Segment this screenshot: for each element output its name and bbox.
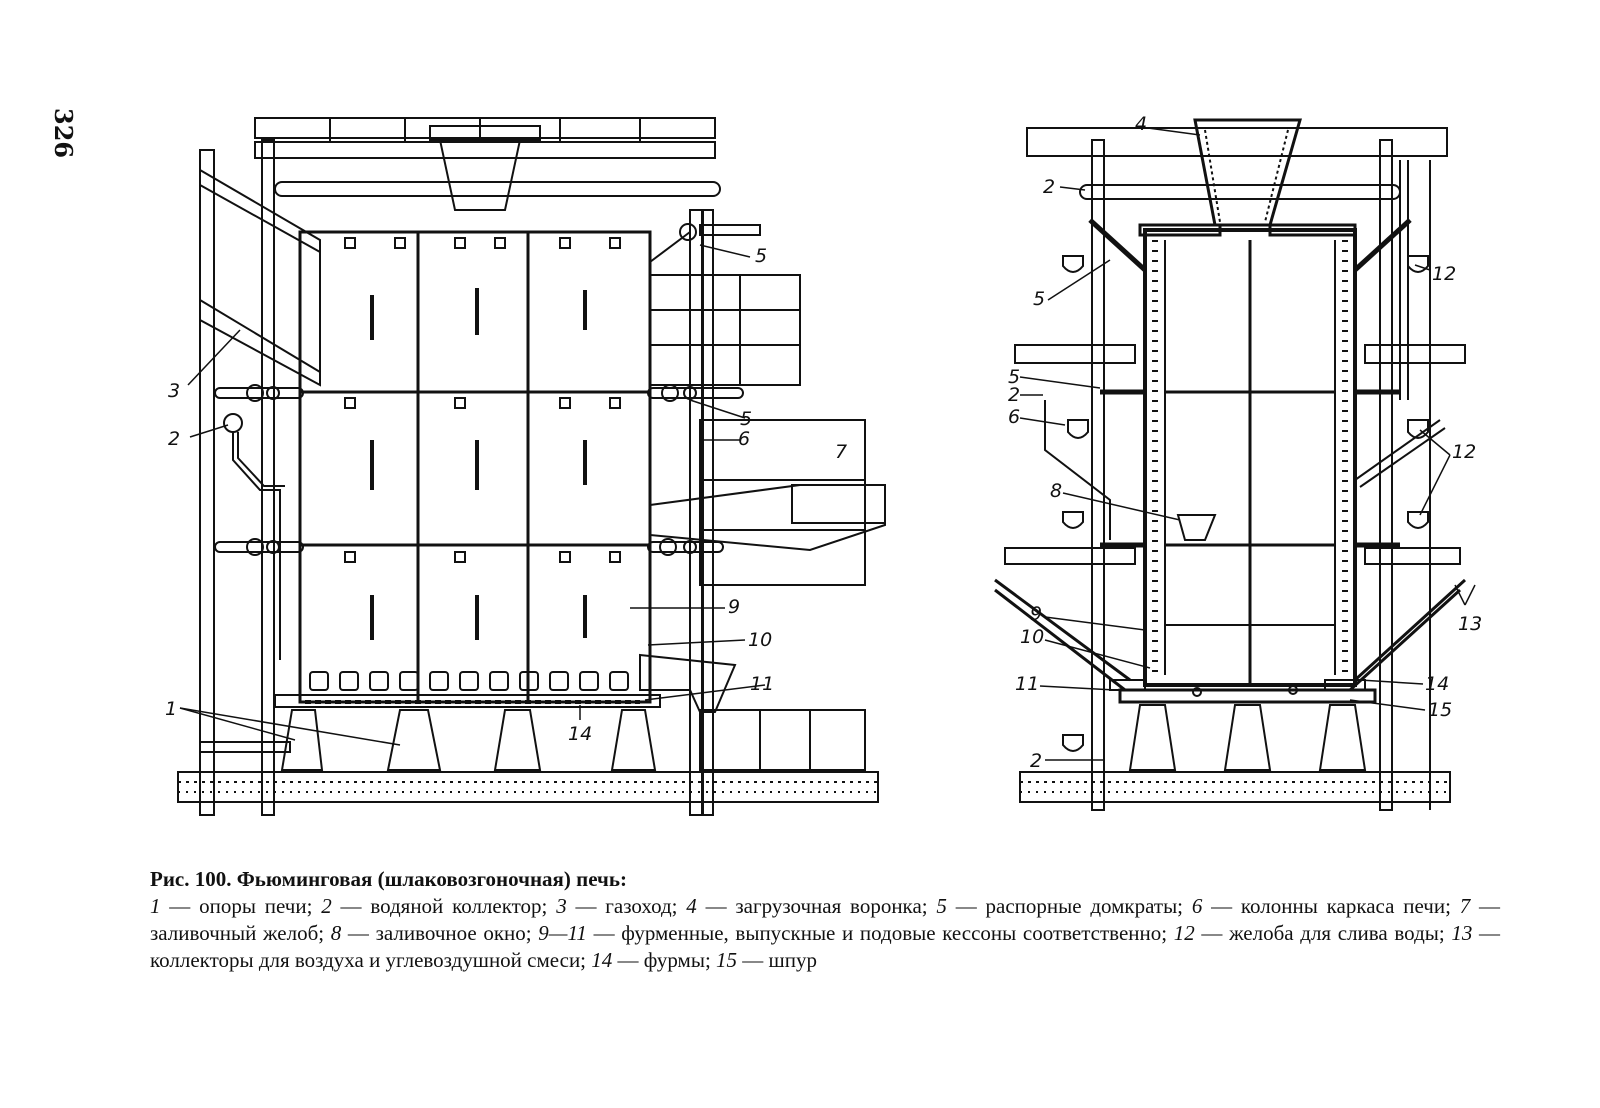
furnace-figure: 3 2 1 5 5 6 7 9 10 11 14 4 2 5 5 2 6 8 9… [165, 113, 1482, 816]
label-2: 2 [168, 428, 180, 450]
label-11: 11 [750, 673, 774, 695]
label-14: 14 [1425, 673, 1449, 695]
left-side-view [177, 117, 886, 816]
leader-lines [179, 127, 1476, 761]
label-8: 8 [1050, 480, 1062, 502]
legend-item: 1 — опоры печи; [150, 894, 313, 918]
legend-item: 7 — заливочный желоб; [150, 894, 1501, 945]
label-3: 3 [168, 380, 180, 402]
label-2: 2 [1008, 384, 1020, 406]
label-9: 9 [1030, 603, 1042, 625]
legend-item: 4 — загрузочная воронка; [686, 894, 928, 918]
label-7: 7 [835, 441, 847, 463]
legend-item: 14 — фурмы; [591, 948, 711, 972]
legend-item: 5 — распорные домкраты; [936, 894, 1184, 918]
label-6: 6 [1008, 406, 1020, 428]
legend-item: 12 — желоба для слива воды; [1173, 921, 1445, 945]
caption-legend: 1 — опоры печи; 2 — водяной коллектор; 3… [150, 893, 1500, 974]
caption-title: Рис. 100. Фьюминговая (шлаковозгоночная)… [150, 867, 628, 891]
label-12: 12 [1432, 263, 1456, 285]
label-2: 2 [1030, 750, 1042, 772]
legend-item: 2 — водяной коллектор; [321, 894, 548, 918]
legend-item: 8 — заливочное окно; [330, 921, 532, 945]
label-13: 13 [1458, 613, 1482, 635]
label-14: 14 [568, 723, 592, 745]
legend-item: 9—11 — фурменные, выпускные и подовые ке… [538, 921, 1168, 945]
figure-caption: Рис. 100. Фьюминговая (шлаковозгоночная)… [150, 866, 1500, 974]
label-1: 1 [165, 698, 177, 720]
label-5: 5 [1008, 366, 1020, 388]
legend-item: 15 — шпур [716, 948, 817, 972]
legend-item: 13 — коллекторы для воздуха и углевоздуш… [150, 921, 1501, 972]
label-15: 15 [1428, 699, 1452, 721]
label-5: 5 [740, 408, 752, 430]
legend-item: 3 — газоход; [556, 894, 678, 918]
label-6: 6 [738, 428, 750, 450]
label-10: 10 [748, 629, 772, 651]
label-11: 11 [1015, 673, 1039, 695]
label-5: 5 [1033, 288, 1045, 310]
label-5: 5 [755, 245, 767, 267]
label-12: 12 [1452, 441, 1476, 463]
right-section-view [994, 118, 1467, 811]
label-2: 2 [1043, 176, 1055, 198]
label-10: 10 [1020, 626, 1044, 648]
label-9: 9 [728, 596, 740, 618]
legend-item: 6 — колонны каркаса печи; [1191, 894, 1451, 918]
label-4: 4 [1135, 113, 1147, 135]
